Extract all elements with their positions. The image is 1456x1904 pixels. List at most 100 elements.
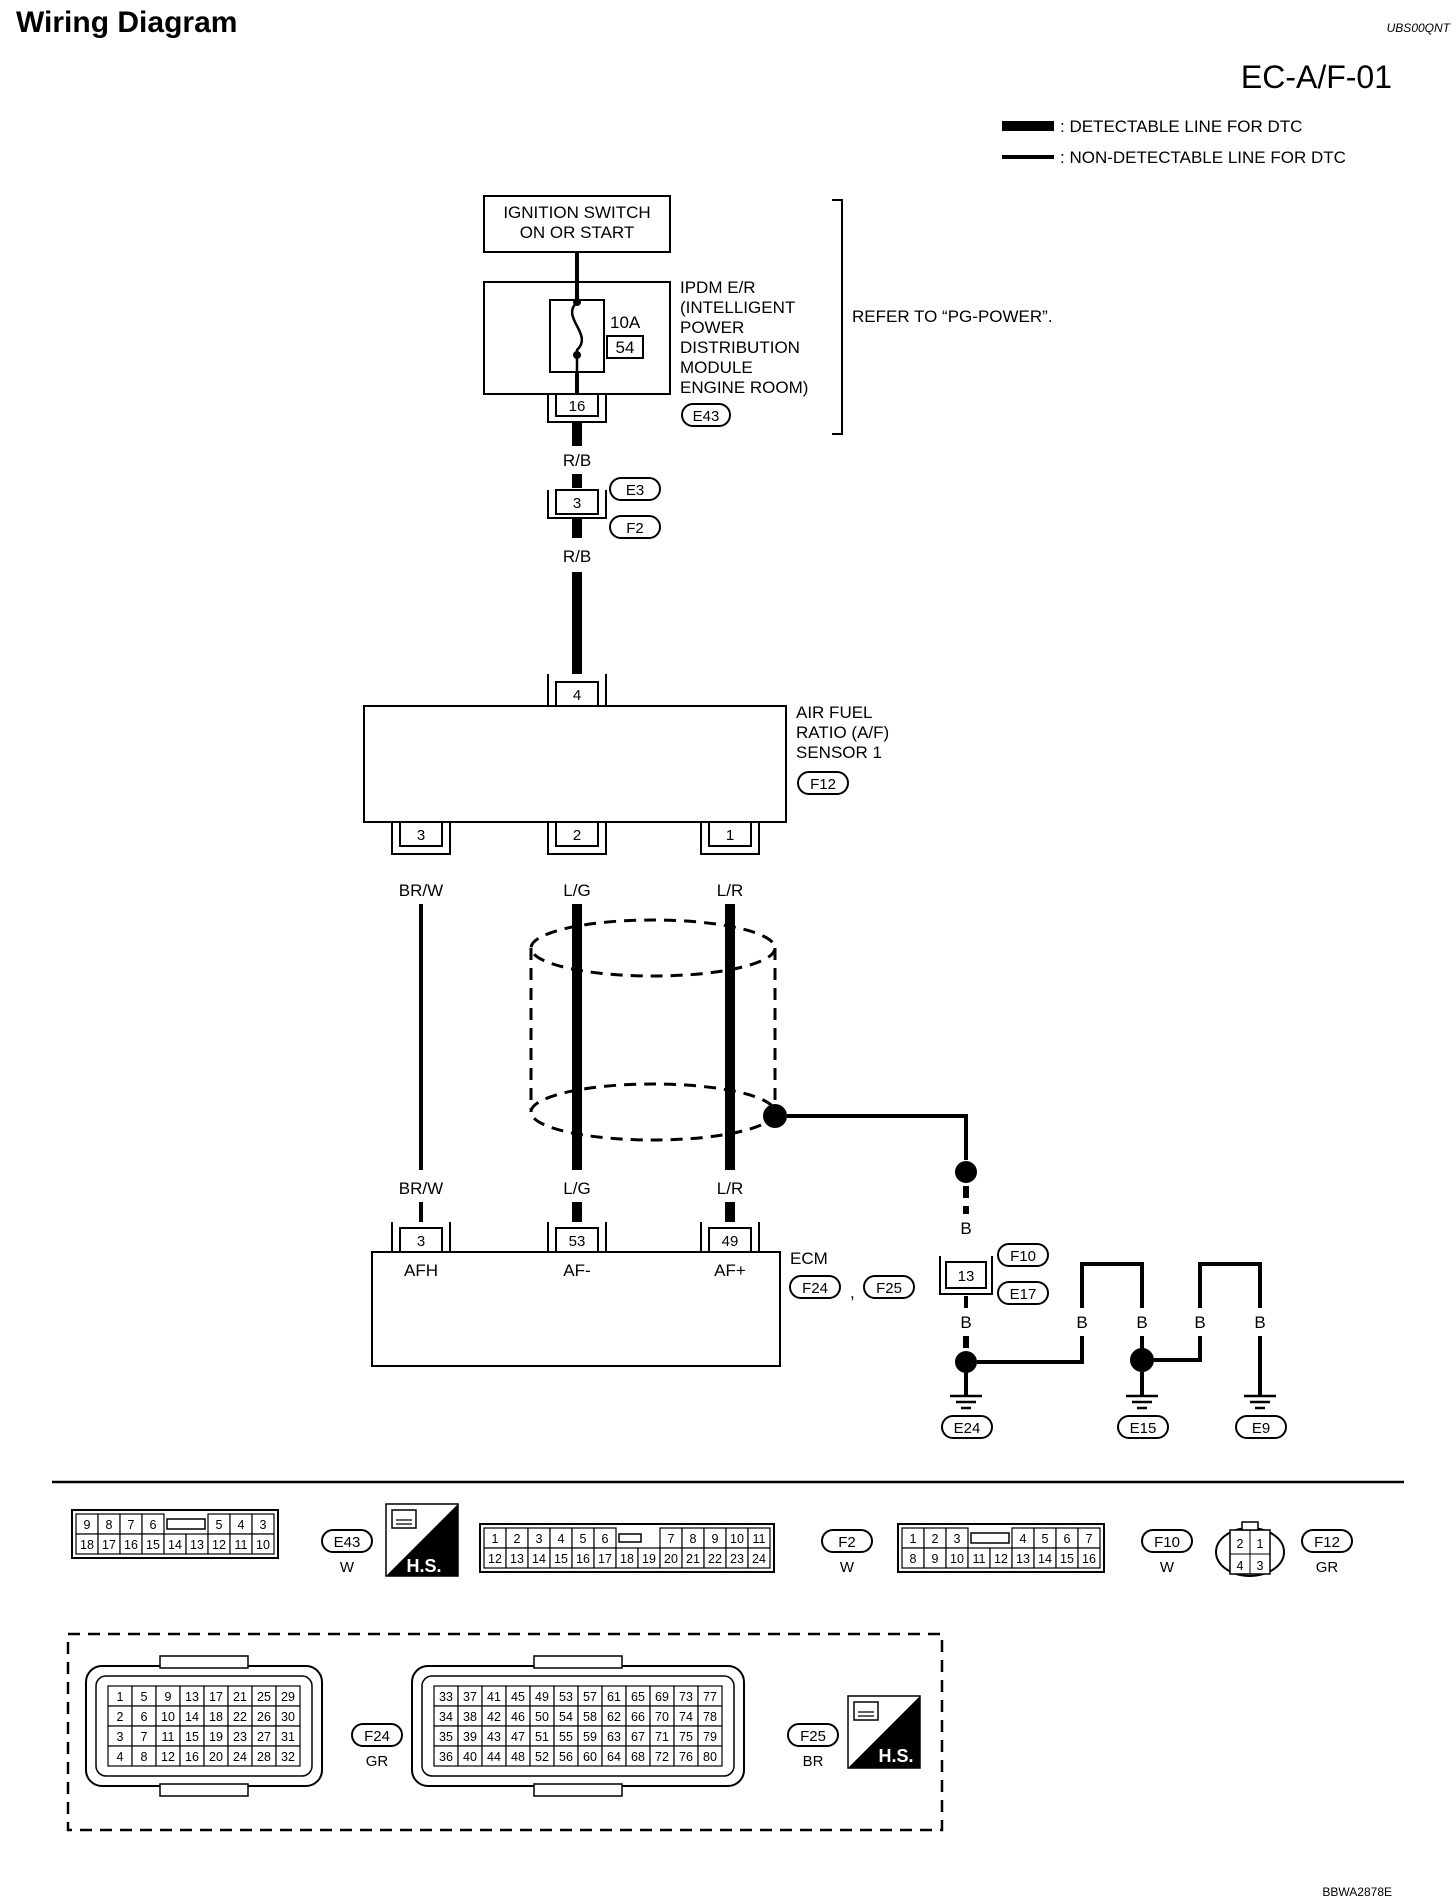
svg-text:ENGINE ROOM): ENGINE ROOM) (680, 378, 808, 397)
connector-badge-e43 (681, 403, 731, 427)
sensor-pin-1: 1 (700, 821, 760, 855)
hs-icon-2: H.S. (847, 1695, 921, 1769)
connector-label-e43: E43 (693, 408, 720, 425)
pin-number: 11 (162, 1730, 175, 1744)
svg-text:H.S.: H.S. (406, 1556, 441, 1576)
pin-number: 16 (124, 1538, 138, 1552)
pin-number: 16 (185, 1750, 199, 1764)
pin-number: 53 (559, 1690, 573, 1704)
pin-number: 16 (1082, 1552, 1096, 1566)
connector-badge-f10 (997, 1243, 1049, 1267)
legend-thick-label: : DETECTABLE LINE FOR DTC (1060, 117, 1302, 136)
pin-number: 24 (752, 1552, 766, 1566)
connector-badge-e15 (1117, 1415, 1169, 1439)
connector-id-f2: F2 (838, 1534, 856, 1551)
pin-number: 35 (439, 1730, 453, 1744)
connector-id-f24: F24 (364, 1728, 390, 1745)
pin-number: 1 (910, 1532, 917, 1546)
pin-number: 18 (620, 1552, 634, 1566)
connector-cavity (697, 1745, 723, 1767)
connector-badge-f2 (609, 515, 661, 539)
connector-inner-frame (421, 1675, 735, 1777)
wire-b-loop-2 (1198, 1262, 1262, 1308)
pin-number: 11 (235, 1538, 248, 1552)
svg-text:RATIO (A/F): RATIO (A/F) (796, 723, 889, 742)
pin-number: 56 (559, 1750, 573, 1764)
pin-number: 2 (514, 1532, 521, 1546)
ground-icon-e15 (1126, 1394, 1158, 1410)
ecm-label: ECM (790, 1249, 828, 1268)
pin-number: 13 (510, 1552, 524, 1566)
refer-note: REFER TO “PG-POWER”. (852, 307, 1053, 326)
pin-number: 69 (655, 1690, 669, 1704)
sensor-pin-4: 4 (573, 687, 581, 704)
ground-icon-e9 (1244, 1394, 1276, 1410)
page-title: Wiring Diagram (16, 6, 237, 39)
connector-badge-f12 (797, 771, 849, 795)
pin-number: 10 (161, 1710, 175, 1724)
wire-color-brw-top: BR/W (399, 881, 443, 900)
pin-number: 7 (1086, 1532, 1093, 1546)
fuse-number: 54 (616, 338, 635, 357)
pin-number: 5 (580, 1532, 587, 1546)
connector-frame (479, 1523, 775, 1573)
connector-badge-e43 (321, 1529, 373, 1553)
section-id: EC-A/F-01 (1241, 59, 1392, 95)
pin-number: 3 (536, 1532, 543, 1546)
pin-number: 68 (631, 1750, 645, 1764)
ecm-pin-49: 49 (700, 1222, 760, 1253)
pin-number: 59 (583, 1730, 597, 1744)
connector-badge-f2 (821, 1529, 873, 1553)
ground-label-e24: E24 (954, 1420, 981, 1437)
pin-number: 36 (439, 1750, 453, 1764)
connector-label-f12: F12 (810, 776, 836, 793)
connector-badge-f10 (1141, 1529, 1193, 1553)
pin-number: 40 (463, 1750, 477, 1764)
connector-color-f2: W (840, 1559, 855, 1576)
pin-number: 6 (141, 1710, 148, 1724)
pin-number: 65 (631, 1690, 645, 1704)
joint-pin-box (555, 489, 599, 515)
pin-number: 7 (141, 1730, 148, 1744)
connector-id-e43: E43 (334, 1534, 361, 1551)
pin-number: 16 (576, 1552, 590, 1566)
wire-color-b-3: B (1076, 1313, 1087, 1332)
pin-number: 51 (535, 1730, 549, 1744)
wire-color-b-5: B (1194, 1313, 1205, 1332)
pin-number: 64 (607, 1750, 621, 1764)
connector-label-f25: F25 (876, 1280, 902, 1297)
pin-number: 1 (117, 1690, 124, 1704)
pin-number: 17 (209, 1690, 223, 1704)
pin-number: 1 (1257, 1537, 1264, 1551)
connector-badge-f24 (351, 1723, 403, 1747)
pin-number: 14 (532, 1552, 546, 1566)
pin-number: 23 (730, 1552, 744, 1566)
pin-number: 44 (487, 1750, 501, 1764)
pin-number: 48 (511, 1750, 525, 1764)
pin-number: 6 (1064, 1532, 1071, 1546)
pin-number: 57 (583, 1690, 597, 1704)
pin-number: 14 (185, 1710, 199, 1724)
connector-color-f24: GR (366, 1753, 389, 1770)
pin-number: 34 (439, 1710, 453, 1724)
ecm-terminal-af-plus: AF+ (714, 1261, 746, 1280)
connector-label-f24: F24 (802, 1280, 828, 1297)
connector-lock-tab (159, 1655, 249, 1669)
pin-number: 12 (488, 1552, 502, 1566)
ground-label-e9: E9 (1252, 1420, 1270, 1437)
pin-number: 4 (1020, 1532, 1027, 1546)
pin-number: 33 (439, 1690, 453, 1704)
svg-text:2: 2 (573, 827, 581, 844)
wire-color-b-1: B (960, 1219, 971, 1238)
pin-number: 20 (209, 1750, 223, 1764)
pin-number: 39 (463, 1730, 477, 1744)
connector-frame (71, 1509, 279, 1559)
ipdm-label: IPDM E/R (INTELLIGENT POWER DISTRIBUTION… (680, 278, 808, 397)
wire-color-lr-top: L/R (717, 881, 743, 900)
pin-number: 70 (655, 1710, 669, 1724)
shield-icon (529, 918, 777, 1142)
